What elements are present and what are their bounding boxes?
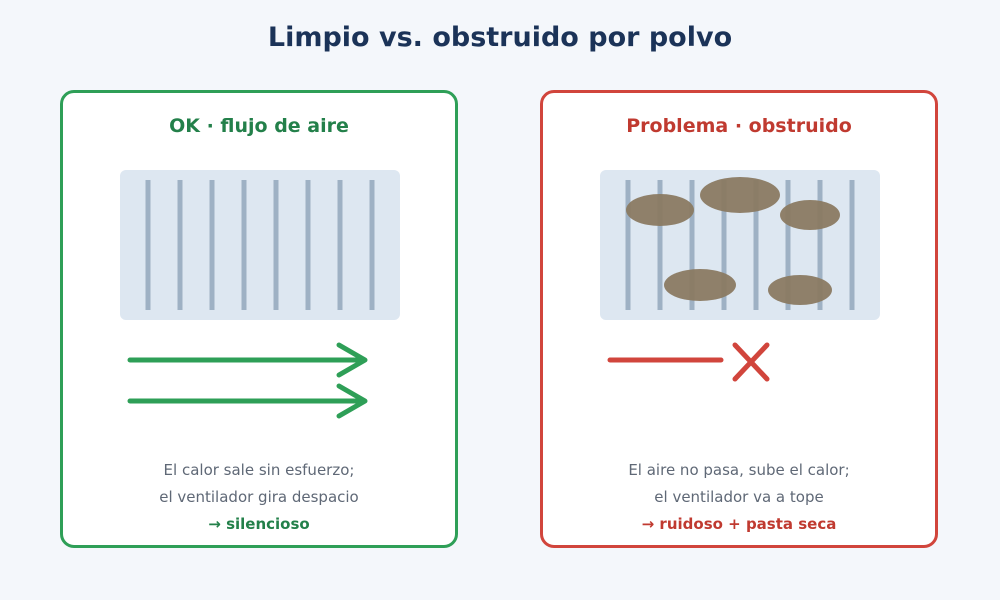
- clogged-result: → ruidoso + pasta seca: [641, 515, 837, 533]
- airflow-arrow-icon: [127, 383, 368, 419]
- airflow-arrow-icon: [127, 342, 368, 378]
- dust-clump: [700, 177, 780, 213]
- clogged-description-line: el ventilador va a tope: [654, 488, 824, 506]
- clogged-illustration: [600, 170, 880, 382]
- clean-panel: OK · flujo de aire El calor sale sin esf…: [60, 90, 458, 548]
- clogged-description-line: El aire no pasa, sube el calor;: [628, 461, 850, 479]
- dust-clump: [768, 275, 832, 305]
- clean-grille: [120, 170, 400, 320]
- blocked-x-icon: [732, 342, 770, 382]
- clogged-description: El aire no pasa, sube el calor; el venti…: [543, 457, 935, 538]
- dust-clump: [780, 200, 840, 230]
- dust-clumps: [626, 177, 840, 305]
- page-title: Limpio vs. obstruido por polvo: [267, 22, 733, 53]
- clean-panel-heading: OK · flujo de aire: [169, 115, 349, 137]
- dust-clump: [626, 194, 694, 226]
- clogged-panel: Problema · obstruido El aire no pasa, su…: [540, 90, 938, 548]
- clean-description: El calor sale sin esfuerzo; el ventilado…: [63, 457, 455, 538]
- clean-description-line: El calor sale sin esfuerzo;: [163, 461, 355, 479]
- clean-illustration: [120, 170, 400, 419]
- dust-clump: [664, 269, 736, 301]
- clean-result: → silencioso: [208, 515, 310, 533]
- clogged-panel-heading: Problema · obstruido: [626, 115, 852, 137]
- clean-description-line: el ventilador gira despacio: [159, 488, 359, 506]
- clean-grille-fins: [145, 180, 375, 310]
